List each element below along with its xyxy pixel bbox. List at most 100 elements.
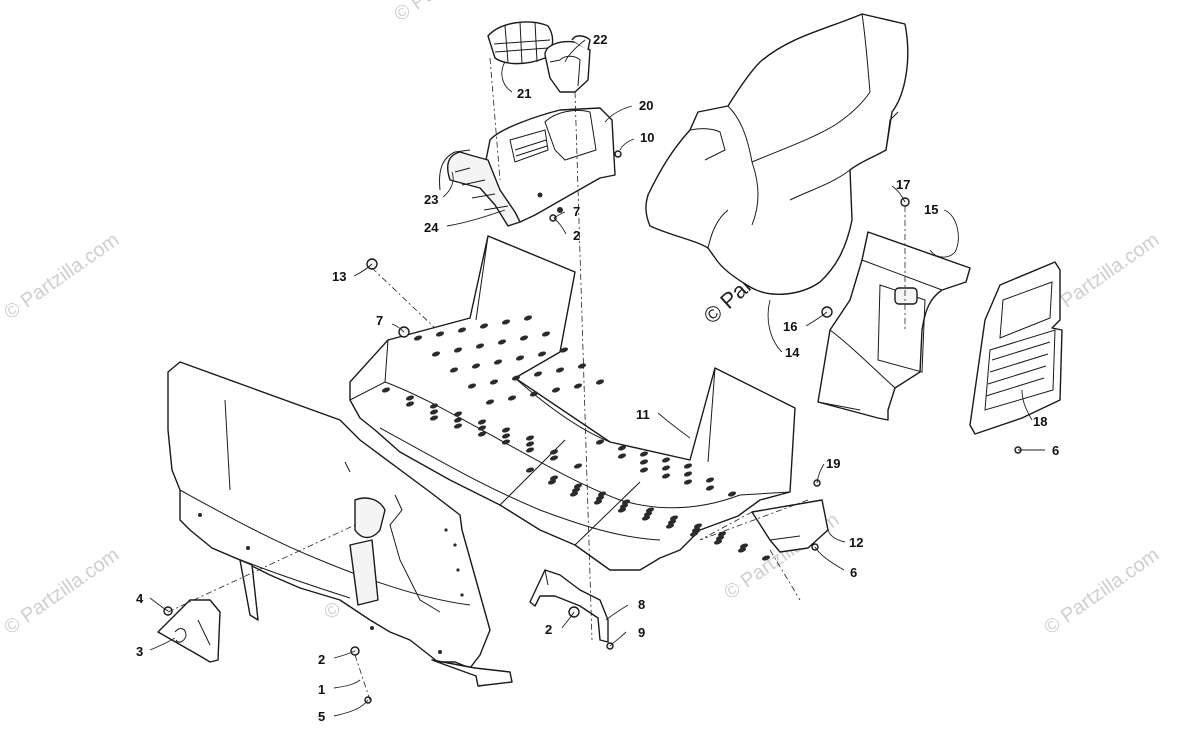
floor-hole	[643, 511, 653, 517]
floor-hole	[761, 555, 771, 561]
floor-hole	[715, 535, 725, 541]
floor-hole	[617, 445, 627, 451]
floor-hole	[551, 387, 561, 393]
callout-2a: 2	[573, 228, 580, 243]
floor-hole	[595, 379, 605, 385]
floor-hole	[429, 415, 439, 421]
floor-hole	[573, 383, 583, 389]
floor-hole	[639, 451, 649, 457]
floor-hole	[683, 463, 693, 469]
floor-hole	[501, 319, 511, 325]
callout-16: 16	[783, 319, 797, 334]
floor-hole	[475, 343, 485, 349]
floor-hole	[549, 449, 559, 455]
floor-hole	[501, 433, 511, 439]
floor-hole	[621, 499, 631, 505]
callout-1: 1	[318, 682, 325, 697]
floor-hole	[449, 367, 459, 373]
floor-hole	[573, 463, 583, 469]
floor-hole	[547, 479, 557, 485]
floor-hole	[705, 485, 715, 491]
floor-hole	[453, 417, 463, 423]
floor-hole	[559, 347, 569, 353]
callout-22: 22	[593, 32, 607, 47]
floor-hole	[525, 435, 535, 441]
floor-hole	[429, 409, 439, 415]
floor-hole	[453, 411, 463, 417]
part-21-grille	[487, 21, 554, 65]
callout-11: 11	[636, 407, 650, 422]
callout-3: 3	[136, 644, 143, 659]
watermark-tile: © Partzilla.com	[1040, 544, 1163, 639]
floor-hole	[457, 327, 467, 333]
floor-hole	[661, 473, 671, 479]
callout-24: 24	[424, 220, 439, 235]
leader-lines	[149, 39, 1046, 717]
floor-hole	[485, 399, 495, 405]
callout-2c: 2	[318, 652, 325, 667]
floor-hole	[691, 527, 701, 533]
floor-hole	[667, 519, 677, 525]
callout-4: 4	[136, 591, 144, 606]
watermark-tile: © Partzilla.com	[0, 544, 123, 639]
floor-hole	[669, 515, 679, 521]
part-15-side-box	[817, 231, 971, 421]
floor-hole	[453, 423, 463, 429]
callout-13: 13	[332, 269, 346, 284]
floor-hole	[477, 425, 487, 431]
floor-holes	[381, 315, 771, 561]
floor-hole	[597, 491, 607, 497]
callout-12: 12	[849, 535, 863, 550]
floor-hole	[529, 391, 539, 397]
floor-hole	[467, 383, 477, 389]
floor-hole	[515, 355, 525, 361]
callout-18: 18	[1033, 414, 1047, 429]
callout-2b: 2	[545, 622, 552, 637]
floor-hole	[405, 395, 415, 401]
floor-hole	[511, 375, 521, 381]
floor-hole	[453, 347, 463, 353]
floor-hole	[689, 531, 699, 537]
floor-hole	[431, 351, 441, 357]
floor-hole	[737, 547, 747, 553]
floor-hole	[639, 467, 649, 473]
floor-hole	[739, 543, 749, 549]
floor-hole	[641, 515, 651, 521]
floor-hole	[507, 395, 517, 401]
floor-hole	[497, 339, 507, 345]
floor-hole	[493, 359, 503, 365]
callout-8: 8	[638, 597, 645, 612]
floor-hole	[501, 439, 511, 445]
callout-15: 15	[924, 202, 938, 217]
callout-9: 9	[638, 625, 645, 640]
callout-19: 19	[826, 456, 840, 471]
floor-hole	[471, 363, 481, 369]
floor-hole	[683, 479, 693, 485]
callout-7a: 7	[573, 204, 580, 219]
floor-hole	[683, 471, 693, 477]
part-12-plate	[751, 499, 829, 553]
floor-hole	[477, 431, 487, 437]
floor-hole	[523, 315, 533, 321]
floor-hole	[569, 491, 579, 497]
floor-hole	[525, 441, 535, 447]
callouts: 22 21 20 10 23 7 24 2 13 7 17 15 16 14 1…	[136, 32, 1059, 724]
floor-hole	[555, 367, 565, 373]
floor-hole	[381, 387, 391, 393]
callout-5: 5	[318, 709, 325, 724]
floor-hole	[541, 331, 551, 337]
floor-hole	[595, 495, 605, 501]
watermark-tile: © Partzilla.com	[0, 229, 123, 324]
floor-hole	[477, 419, 487, 425]
floor-hole	[435, 331, 445, 337]
hardware	[163, 150, 1022, 704]
floor-hole	[577, 363, 587, 369]
watermark-tile: © Partzilla.com	[390, 0, 513, 26]
floor-hole	[639, 459, 649, 465]
floor-hole	[713, 539, 723, 545]
floor-hole	[549, 455, 559, 461]
floor-hole	[617, 453, 627, 459]
callout-21: 21	[517, 86, 531, 101]
callout-23: 23	[424, 192, 438, 207]
floor-hole	[645, 507, 655, 513]
